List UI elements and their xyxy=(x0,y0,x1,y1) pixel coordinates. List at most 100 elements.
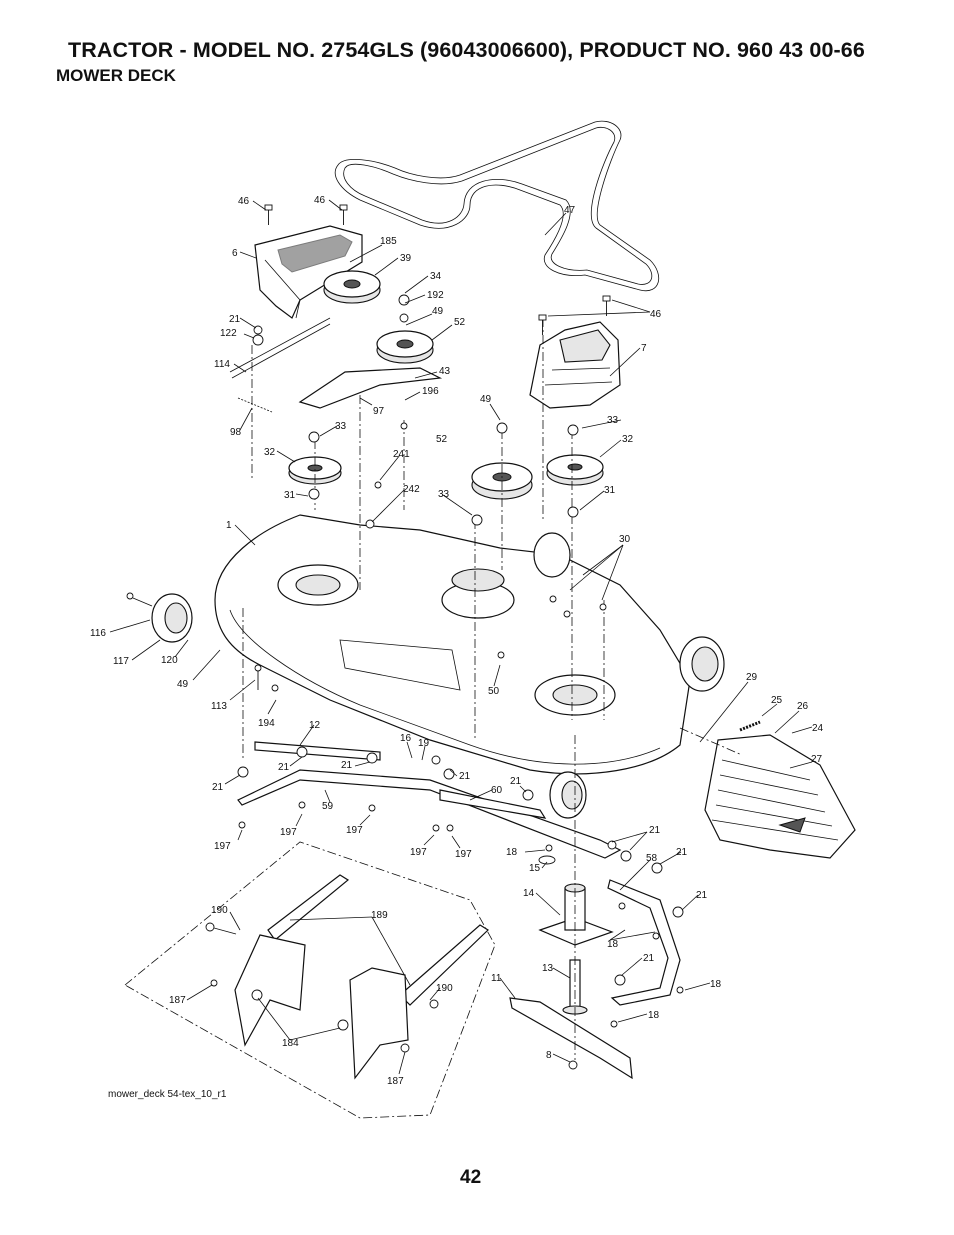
callout-label: 24 xyxy=(812,723,824,734)
left-pulley-cover xyxy=(254,225,363,319)
callout-label: 184 xyxy=(282,1038,299,1049)
callout-label: 197 xyxy=(214,841,231,852)
callout-label: 18 xyxy=(506,847,518,858)
callout-label: 13 xyxy=(542,963,554,974)
gauge-wheel-left xyxy=(151,593,193,643)
callout-label: 14 xyxy=(523,888,535,899)
callout-label: 21 xyxy=(229,314,241,325)
spring-98 xyxy=(237,397,273,413)
fasteners xyxy=(126,204,761,1070)
callout-label: 197 xyxy=(455,849,472,860)
callout-label: 194 xyxy=(258,718,275,729)
gauge-wheel-right xyxy=(679,636,725,692)
callout-label: 18 xyxy=(710,979,722,990)
callout-label: 46 xyxy=(650,309,662,320)
callout-label: 8 xyxy=(546,1050,552,1061)
callout-label: 113 xyxy=(211,701,227,712)
callout-label: 18 xyxy=(648,1010,660,1021)
callout-label: 6 xyxy=(232,248,238,259)
callout-label: 196 xyxy=(422,386,439,397)
deck-hanger-brackets xyxy=(234,874,489,1080)
pulley-39 xyxy=(323,270,381,304)
page-title: TRACTOR - MODEL NO. 2754GLS (96043006600… xyxy=(68,38,865,62)
callout-label: 21 xyxy=(212,782,224,793)
callout-label: 190 xyxy=(436,983,453,994)
callout-label: 242 xyxy=(403,484,420,495)
callout-label: 21 xyxy=(696,890,708,901)
right-pulley-cover xyxy=(529,321,621,409)
callout-label: 197 xyxy=(346,825,363,836)
pulley-32-right xyxy=(546,454,604,486)
callout-label: 31 xyxy=(284,490,296,501)
callout-label: 33 xyxy=(335,421,347,432)
callout-label: 49 xyxy=(177,679,189,690)
callout-label: 117 xyxy=(113,656,129,667)
spindle-assembly xyxy=(538,883,614,1015)
callout-label: 46 xyxy=(238,196,250,207)
callout-label: 185 xyxy=(380,236,397,247)
callout-label: 21 xyxy=(643,953,655,964)
diagram-caption: mower_deck 54-tex_10_r1 xyxy=(108,1089,227,1100)
callout-label: 50 xyxy=(488,686,500,697)
callout-label: 15 xyxy=(529,863,541,874)
callout-label: 34 xyxy=(430,271,442,282)
callout-label: 114 xyxy=(214,359,230,370)
callout-label: 29 xyxy=(746,672,758,683)
callout-label: 60 xyxy=(491,785,503,796)
callout-label: 19 xyxy=(418,738,430,749)
callout-label: 47 xyxy=(564,205,576,216)
callout-label: 25 xyxy=(771,695,783,706)
pulley-52-upper xyxy=(376,330,434,364)
callout-label: 32 xyxy=(264,447,276,458)
callout-label: 49 xyxy=(432,306,444,317)
callout-label: 12 xyxy=(309,720,321,731)
gauge-wheel-right-rear xyxy=(533,532,571,578)
callout-label: 26 xyxy=(797,701,809,712)
callout-label: 192 xyxy=(427,290,444,301)
callout-label: 18 xyxy=(607,939,619,950)
callout-label: 98 xyxy=(230,427,242,438)
callout-label: 116 xyxy=(90,628,106,639)
drive-belt xyxy=(334,120,660,292)
idler-bracket xyxy=(229,317,443,409)
gauge-wheel-front xyxy=(549,771,587,819)
blade xyxy=(509,997,633,1080)
callout-label: 1 xyxy=(226,520,232,531)
callout-label: 33 xyxy=(607,415,619,426)
callout-label: 16 xyxy=(400,733,412,744)
callout-label: 122 xyxy=(220,328,237,339)
callout-label: 197 xyxy=(410,847,427,858)
callout-label: 21 xyxy=(649,825,661,836)
page-number: 42 xyxy=(460,1167,482,1188)
callout-label: 190 xyxy=(211,905,228,916)
callout-label: 52 xyxy=(436,434,448,445)
callout-label: 43 xyxy=(439,366,451,377)
callout-label: 21 xyxy=(341,760,353,771)
assembly-guide-lines xyxy=(242,318,743,1060)
callout-label: 21 xyxy=(278,762,290,773)
callout-labels: 46 46 185 6 39 34 192 49 52 21 122 114 4… xyxy=(90,195,824,1087)
callout-label: 59 xyxy=(322,801,334,812)
discharge-chute xyxy=(704,734,856,859)
callout-label: 52 xyxy=(454,317,466,328)
callout-label: 120 xyxy=(161,655,178,666)
callout-label: 33 xyxy=(438,489,450,500)
callout-label: 30 xyxy=(619,534,631,545)
callout-label: 31 xyxy=(604,485,616,496)
callout-label: 49 xyxy=(480,394,492,405)
deck-links xyxy=(237,741,681,1006)
callout-label: 97 xyxy=(373,406,385,417)
callout-label: 46 xyxy=(314,195,326,206)
callout-label: 21 xyxy=(510,776,522,787)
callout-label: 187 xyxy=(387,1076,404,1087)
callout-label: 7 xyxy=(641,343,647,354)
mower-deck-shell xyxy=(214,514,691,775)
callout-label: 11 xyxy=(491,973,502,984)
callout-label: 58 xyxy=(646,853,658,864)
callout-label: 241 xyxy=(393,449,410,460)
callout-label: 197 xyxy=(280,827,297,838)
callout-label: 27 xyxy=(811,754,823,765)
section-subtitle: MOWER DECK xyxy=(56,66,176,85)
callout-label: 21 xyxy=(459,771,471,782)
